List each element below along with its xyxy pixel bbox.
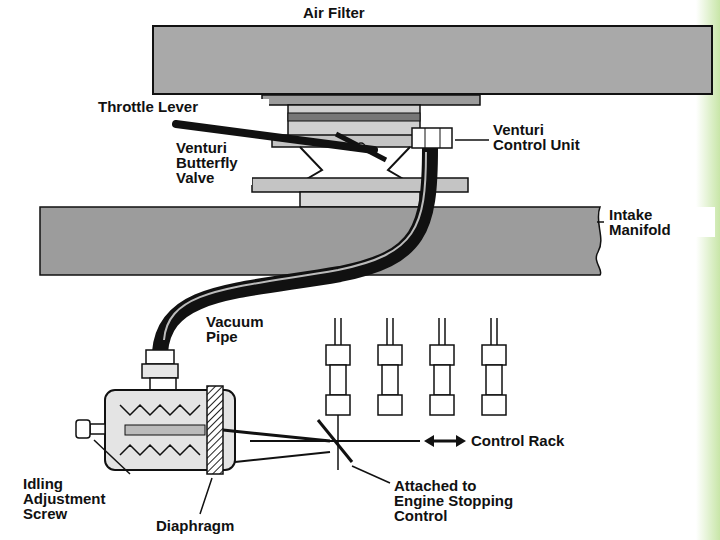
idling-screw xyxy=(90,424,105,434)
manifold-band xyxy=(40,207,601,275)
neck-clamp xyxy=(288,113,420,121)
leader-line xyxy=(455,139,489,141)
governor-link xyxy=(223,430,330,441)
governor-spring xyxy=(120,405,200,415)
spring-plate xyxy=(125,425,205,435)
hose-union xyxy=(146,350,174,364)
hose-nut xyxy=(142,364,178,378)
filter-neck xyxy=(288,105,420,137)
part-label: Vacuum Pipe xyxy=(205,314,285,344)
node-heading: Air Filter xyxy=(302,5,424,20)
air-filter-box: Air Filter xyxy=(152,25,713,95)
rack-arrowheads xyxy=(424,435,466,447)
venturi-outlet xyxy=(300,192,420,207)
part-label: Diaphragm xyxy=(155,518,267,533)
stop-lever xyxy=(318,420,352,462)
part-label: Venturi Control Unit xyxy=(492,122,582,152)
node-heading: Intake Manifold xyxy=(608,207,715,237)
stop-link xyxy=(235,452,330,462)
part-label: Attached to Engine Stopping Control xyxy=(393,478,530,523)
leader-line xyxy=(200,478,212,514)
diaphragm xyxy=(207,386,223,474)
idling-screw-head xyxy=(76,420,90,438)
venturi-control-unit xyxy=(412,128,452,148)
governor-spring xyxy=(120,445,200,455)
venturi-throat xyxy=(300,147,410,180)
filter-flange xyxy=(262,95,480,105)
part-label: Control Rack xyxy=(470,433,622,448)
leader-line xyxy=(94,440,130,474)
part-label: Throttle Lever xyxy=(97,99,269,114)
part-label: Idling Adjustment Screw xyxy=(22,476,136,521)
leader-line xyxy=(352,466,390,483)
leader-line xyxy=(597,221,604,223)
vacuum-inlet xyxy=(150,378,176,390)
part-label: Venturi Butterfly Valve xyxy=(175,140,252,185)
intake-manifold-band: Intake Manifold xyxy=(40,207,600,275)
